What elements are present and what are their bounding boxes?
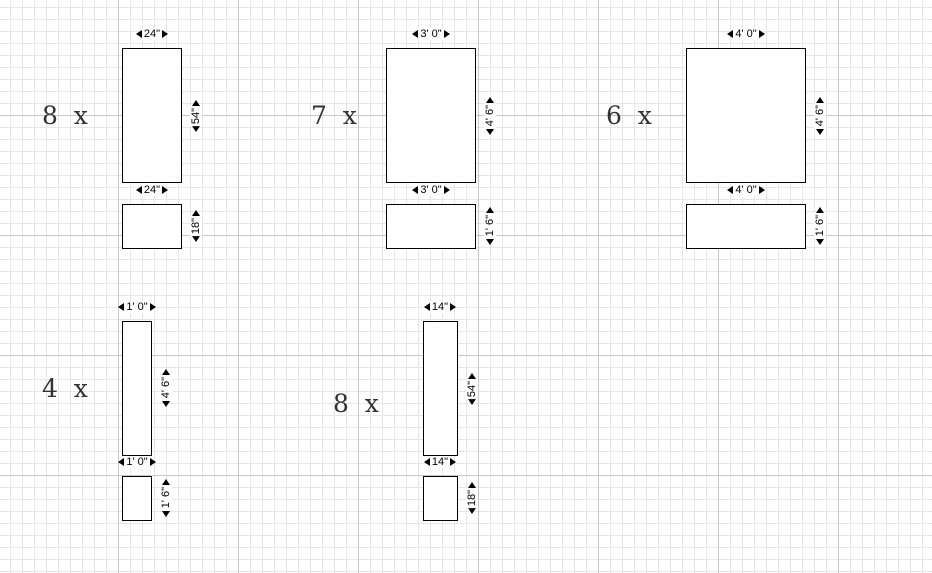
arrow-left-icon: [727, 30, 734, 38]
arrow-down-icon: [192, 236, 200, 243]
height-dimension: 4' 6": [484, 92, 496, 140]
arrow-right-icon: [149, 303, 156, 311]
arrow-down-icon: [192, 126, 200, 133]
arrow-right-icon: [162, 186, 169, 194]
tall-panel[interactable]: [423, 321, 458, 456]
short-panel[interactable]: [122, 476, 152, 521]
arrow-right-icon: [443, 186, 450, 194]
arrow-left-icon: [423, 303, 430, 311]
arrow-down-icon: [468, 399, 476, 406]
arrow-up-icon: [816, 207, 824, 214]
width-dimension-label: 24": [141, 28, 163, 40]
arrow-right-icon: [758, 30, 765, 38]
tall-panel[interactable]: [686, 48, 806, 183]
arrow-up-icon: [468, 372, 476, 379]
arrow-up-icon: [486, 207, 494, 214]
width-dimension-label: 3' 0": [418, 28, 444, 40]
width-dimension: 3' 0": [386, 28, 476, 40]
arrow-down-icon: [486, 238, 494, 245]
arrow-left-icon: [135, 186, 142, 194]
arrow-left-icon: [118, 458, 125, 466]
arrow-right-icon: [149, 458, 156, 466]
arrow-right-icon: [162, 30, 169, 38]
short-panel[interactable]: [122, 204, 182, 249]
height-dimension-label: 18": [466, 487, 478, 509]
height-dimension: 1' 6": [814, 203, 826, 249]
arrow-up-icon: [486, 97, 494, 104]
arrow-down-icon: [468, 508, 476, 515]
arrow-up-icon: [162, 369, 170, 376]
height-dimension: 4' 6": [160, 364, 172, 412]
width-dimension: 3' 0": [386, 184, 476, 196]
width-dimension: 24": [122, 184, 182, 196]
short-panel[interactable]: [386, 204, 476, 249]
height-dimension: 18": [466, 478, 478, 518]
height-dimension-label: 4' 6": [160, 375, 172, 401]
arrow-down-icon: [816, 128, 824, 135]
width-dimension-label: 14": [429, 456, 451, 468]
height-dimension-label: 1' 6": [484, 213, 496, 239]
height-dimension: 4' 6": [814, 92, 826, 140]
quantity-label: 4 x: [42, 374, 88, 403]
width-dimension-label: 3' 0": [418, 184, 444, 196]
height-dimension-label: 4' 6": [484, 103, 496, 129]
width-dimension-label: 14": [429, 301, 451, 313]
height-dimension: 1' 6": [160, 475, 172, 521]
width-dimension-label: 24": [141, 184, 163, 196]
arrow-right-icon: [758, 186, 765, 194]
width-dimension: 4' 0": [686, 28, 806, 40]
short-panel[interactable]: [423, 476, 458, 521]
height-dimension-label: 54": [190, 105, 202, 127]
arrow-left-icon: [727, 186, 734, 194]
height-dimension: 18": [190, 205, 202, 247]
tall-panel[interactable]: [122, 48, 182, 183]
arrow-up-icon: [816, 97, 824, 104]
height-dimension-label: 18": [190, 215, 202, 237]
arrow-down-icon: [162, 510, 170, 517]
width-dimension: 1' 0": [110, 301, 164, 313]
arrow-down-icon: [486, 128, 494, 135]
tall-panel[interactable]: [386, 48, 476, 183]
height-dimension: 1' 6": [484, 203, 496, 249]
height-dimension-label: 1' 6": [160, 485, 172, 511]
quantity-label: 6 x: [606, 101, 652, 130]
width-dimension: 1' 0": [110, 456, 164, 468]
quantity-label: 8 x: [42, 101, 88, 130]
width-dimension: 14": [411, 456, 469, 468]
arrow-left-icon: [412, 30, 419, 38]
arrow-left-icon: [423, 458, 430, 466]
arrow-up-icon: [468, 481, 476, 488]
arrow-right-icon: [450, 303, 457, 311]
height-dimension: 54": [466, 369, 478, 409]
arrow-left-icon: [412, 186, 419, 194]
arrow-left-icon: [118, 303, 125, 311]
arrow-right-icon: [443, 30, 450, 38]
quantity-label: 8 x: [333, 389, 379, 418]
width-dimension-label: 4' 0": [733, 184, 759, 196]
arrow-up-icon: [192, 209, 200, 216]
width-dimension-label: 1' 0": [124, 456, 150, 468]
arrow-left-icon: [135, 30, 142, 38]
width-dimension: 14": [411, 301, 469, 313]
width-dimension: 24": [122, 28, 182, 40]
arrow-right-icon: [450, 458, 457, 466]
arrow-down-icon: [162, 400, 170, 407]
width-dimension: 4' 0": [686, 184, 806, 196]
arrow-down-icon: [816, 238, 824, 245]
height-dimension-label: 54": [466, 378, 478, 400]
arrow-up-icon: [192, 99, 200, 106]
quantity-label: 7 x: [311, 101, 357, 130]
height-dimension-label: 1' 6": [814, 213, 826, 239]
arrow-up-icon: [162, 479, 170, 486]
height-dimension: 54": [190, 96, 202, 136]
short-panel[interactable]: [686, 204, 806, 249]
width-dimension-label: 4' 0": [733, 28, 759, 40]
height-dimension-label: 4' 6": [814, 103, 826, 129]
tall-panel[interactable]: [122, 321, 152, 456]
width-dimension-label: 1' 0": [124, 301, 150, 313]
